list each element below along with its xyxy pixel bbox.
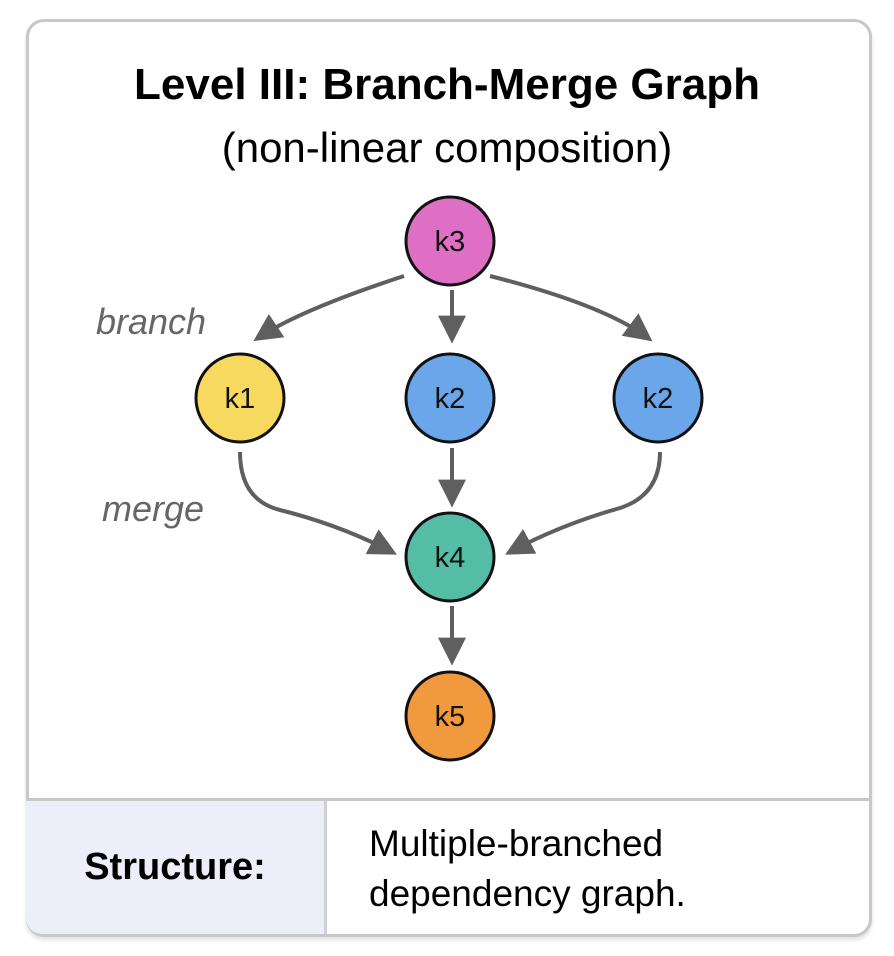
structure-label: Structure: <box>26 801 327 934</box>
diagram-title: Level III: Branch-Merge Graph <box>134 60 760 109</box>
edge-k3-to-k2-right <box>489 274 653 342</box>
node-k2-middle-label: k2 <box>435 383 466 415</box>
node-k1: k1 <box>194 352 286 444</box>
node-k2-right-label: k2 <box>643 383 674 415</box>
node-k5-label: k5 <box>435 701 466 733</box>
node-k2-middle: k2 <box>404 352 496 444</box>
diagram-card <box>26 19 872 937</box>
node-k3-label: k3 <box>435 226 466 258</box>
diagram-subtitle: (non-linear composition) <box>221 124 673 171</box>
node-k3: k3 <box>404 195 496 287</box>
edge-k1-to-k4 <box>238 451 397 555</box>
branch-annotation: branch <box>96 301 206 342</box>
structure-description-line2: dependency graph. <box>369 873 686 914</box>
node-k1-label: k1 <box>225 383 256 415</box>
node-k4: k4 <box>404 511 496 603</box>
node-k2-right: k2 <box>612 352 704 444</box>
edge-k2-right-to-k4 <box>505 451 662 555</box>
merge-annotation: merge <box>102 488 204 529</box>
node-k4-label: k4 <box>435 542 466 574</box>
structure-description: Multiple-branched dependency graph. <box>327 801 872 934</box>
structure-description-line1: Multiple-branched <box>369 823 664 864</box>
node-k5: k5 <box>404 670 496 762</box>
dependency-graph: k3 k1 k2 k2 k4 k5 branch merge <box>96 195 704 762</box>
structure-footer: Structure: Multiple-branched dependency … <box>26 798 872 934</box>
edge-k3-to-k1 <box>253 274 405 342</box>
